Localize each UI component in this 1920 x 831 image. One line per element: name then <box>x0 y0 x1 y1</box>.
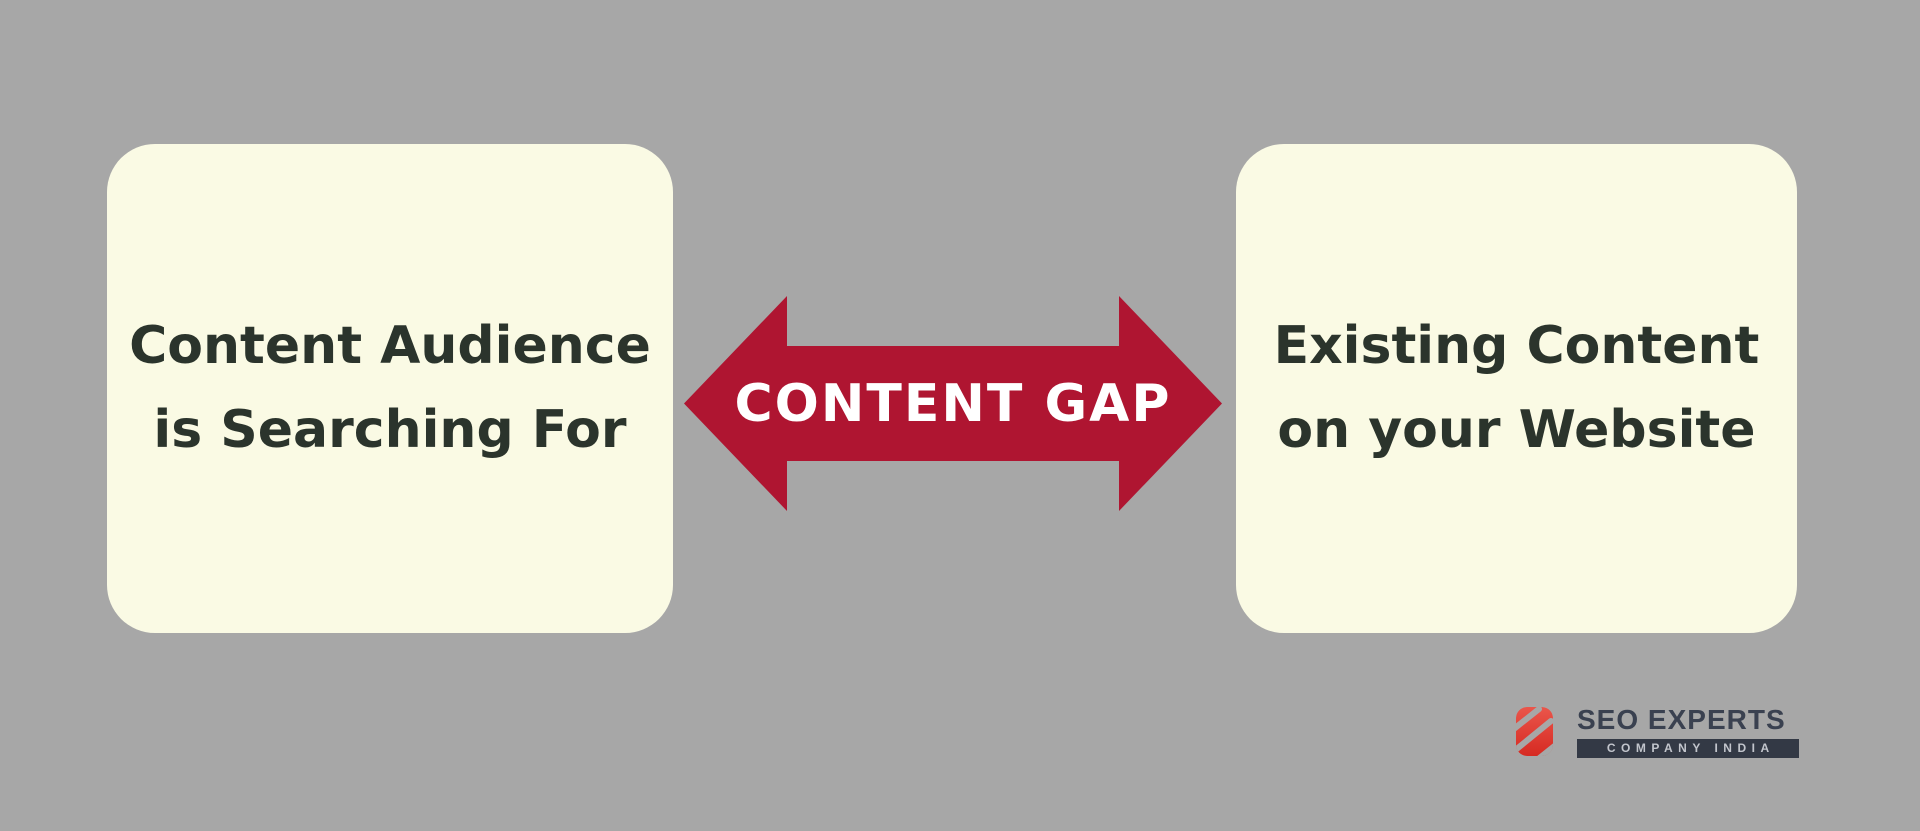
brand-logo: SEO EXPERTS COMPANY INDIA <box>1516 704 1799 758</box>
double-arrow-icon <box>684 296 1222 511</box>
right-concept-box: Existing Content on your Website <box>1236 144 1797 633</box>
content-gap-label: CONTENT GAP <box>734 373 1172 434</box>
brand-title: SEO EXPERTS <box>1577 704 1786 735</box>
brand-subtitle-bar: COMPANY INDIA <box>1577 738 1799 758</box>
brand-text-block: SEO EXPERTS COMPANY INDIA <box>1577 704 1799 758</box>
left-box-label: Content Audience is Searching For <box>129 316 651 460</box>
right-box-label: Existing Content on your Website <box>1273 316 1760 460</box>
seo-experts-logo-icon <box>1516 707 1553 756</box>
content-gap-arrow: CONTENT GAP <box>684 296 1222 511</box>
left-concept-box: Content Audience is Searching For <box>107 144 673 633</box>
brand-subtitle: COMPANY INDIA <box>1606 741 1775 756</box>
